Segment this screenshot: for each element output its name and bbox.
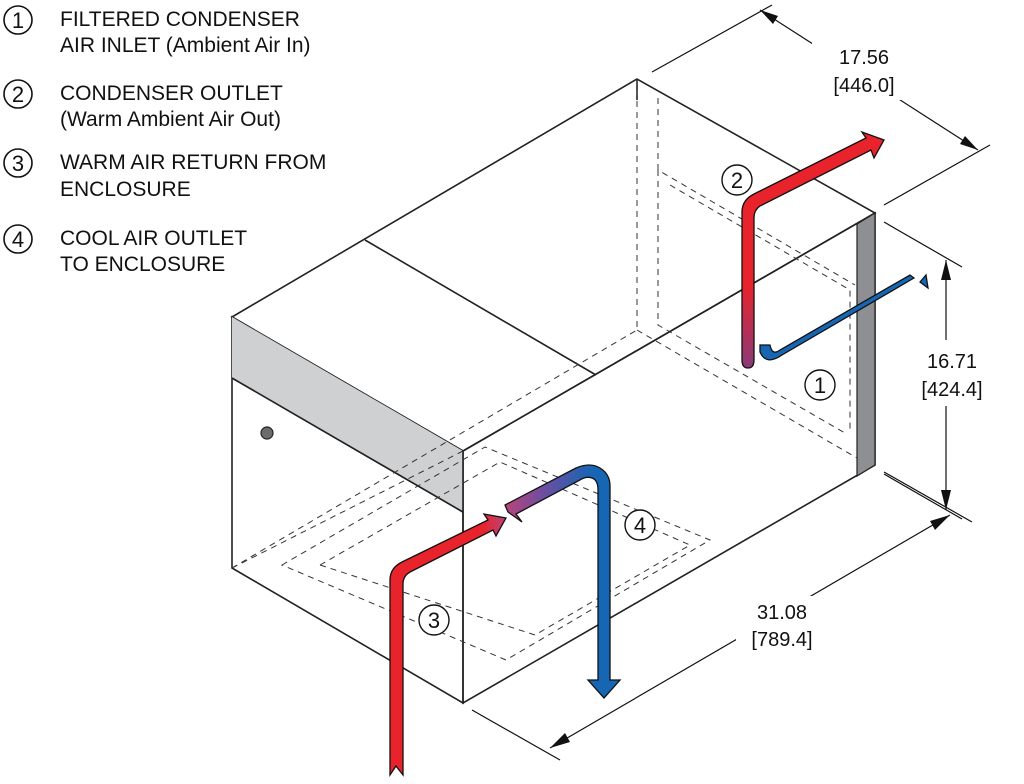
legend-number: 1 (12, 8, 24, 33)
dimension-height-mm: [424.4] (921, 379, 982, 401)
airflow-arrow-4 (504, 464, 622, 699)
callouts: 1 2 3 4 (418, 164, 836, 636)
legend-number: 2 (12, 82, 24, 107)
airflow-arrow-3 (389, 513, 508, 778)
callout-3: 3 (418, 604, 450, 636)
airflow-arrow-2 (741, 130, 885, 369)
dimension-height-inches: 16.71 (927, 351, 977, 373)
legend-number-circle (3, 224, 33, 254)
callout-circle (624, 509, 656, 541)
extension-line (883, 144, 991, 206)
housing-knob-icon (260, 426, 274, 440)
callout-number: 3 (428, 608, 440, 633)
legend-number-circle (3, 5, 33, 35)
legend-number-circle (3, 79, 33, 109)
arrowhead-icon (941, 490, 951, 510)
legend-line-2: ENCLOSURE (60, 178, 191, 201)
dimension-height: 16.71 [424.4] (883, 221, 998, 520)
housing-side-frame (856, 211, 876, 478)
hidden-back-bottom (636, 329, 858, 459)
legend-item-1: 1 FILTERED CONDENSER AIR INLET (Ambient … (3, 5, 311, 57)
callout-number: 1 (814, 373, 826, 398)
legend-number: 3 (12, 151, 24, 176)
callout-1: 1 (804, 369, 836, 401)
legend-item-2: 2 CONDENSER OUTLET (Warm Ambient Air Out… (3, 79, 283, 131)
airflow-arrows (389, 130, 929, 778)
hidden-floor-panel (280, 446, 712, 661)
callout-2: 2 (721, 164, 753, 196)
arrowhead-icon (941, 260, 951, 280)
dimension-depth-inches: 17.56 (839, 47, 889, 69)
extension-line (471, 709, 561, 761)
arrowhead-icon (960, 136, 978, 150)
hidden-back-vertical (231, 79, 638, 569)
legend-number-circle (3, 148, 33, 178)
callout-number: 4 (634, 513, 646, 538)
legend-line-1: COOL AIR OUTLET (60, 227, 247, 250)
callout-circle (418, 604, 450, 636)
dimension-length-mm: [789.4] (751, 629, 812, 651)
dimension-depth: 17.56 [446.0] (651, 4, 991, 206)
extension-line (651, 4, 773, 73)
callout-circle (804, 369, 836, 401)
hidden-inner-frame (657, 170, 846, 434)
housing-front-upper-band (232, 317, 463, 512)
extension-line (883, 471, 973, 523)
housing-top-seam (364, 239, 597, 376)
hidden-inner-top-left (657, 98, 856, 286)
dimensions: 17.56 [446.0] 16.71 [424.4] 31.08 [789.4… (471, 4, 998, 761)
legend-line-1: FILTERED CONDENSER (60, 8, 300, 31)
legend-line-2: (Warm Ambient Air Out) (60, 108, 281, 131)
legend: 1 FILTERED CONDENSER AIR INLET (Ambient … (3, 5, 326, 276)
dimension-depth-mm: [446.0] (833, 75, 894, 97)
arrowhead-icon (760, 10, 778, 24)
dimension-length: 31.08 [789.4] (471, 471, 973, 761)
extension-line (883, 221, 963, 268)
dimension-length-inches: 31.08 (757, 602, 807, 624)
legend-line-1: WARM AIR RETURN FROM (60, 151, 326, 174)
housing (230, 78, 877, 705)
callout-4: 4 (624, 509, 656, 541)
extension-line (883, 473, 963, 520)
legend-line-1: CONDENSER OUTLET (60, 82, 283, 105)
arrowhead-icon (550, 733, 570, 748)
hidden-inner-box-right (669, 184, 851, 430)
legend-line-2: AIR INLET (Ambient Air In) (60, 34, 311, 57)
callout-circle (721, 164, 753, 196)
hidden-floor-panel-inner (318, 461, 692, 636)
legend-item-4: 4 COOL AIR OUTLET TO ENCLOSURE (3, 224, 247, 276)
arrowhead-icon (930, 515, 950, 530)
legend-line-2: TO ENCLOSURE (60, 253, 225, 276)
callout-number: 2 (731, 168, 743, 193)
legend-number: 4 (12, 227, 24, 252)
airflow-arrow-1 (759, 273, 929, 361)
legend-item-3: 3 WARM AIR RETURN FROM ENCLOSURE (3, 148, 326, 201)
housing-front-seam-line (231, 377, 464, 513)
